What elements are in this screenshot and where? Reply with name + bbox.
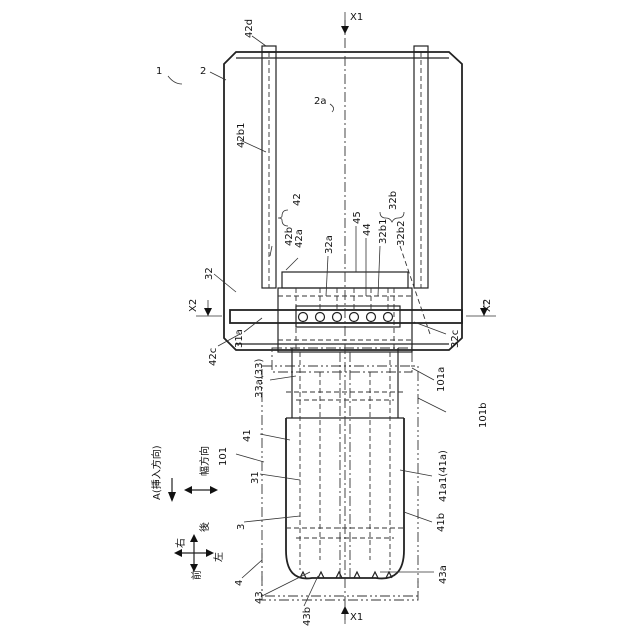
leader-3 (244, 516, 300, 522)
pin (299, 313, 308, 322)
label-42c: 42c (208, 348, 219, 366)
pin (350, 313, 359, 322)
label-42a: 42a (294, 229, 305, 248)
label-42d: 42d (244, 19, 255, 38)
pin (333, 313, 342, 322)
section-x2-left (196, 300, 222, 316)
leader-31a (244, 318, 262, 332)
plate-31a (230, 310, 462, 323)
leader-32 (214, 274, 236, 292)
label-43a: 43a (438, 565, 449, 584)
leader-101 (236, 454, 264, 462)
label-section-top: X1 (350, 12, 363, 23)
label-section-bottom: X1 (350, 612, 363, 623)
label-32b: 32b (388, 191, 399, 210)
label-42b1: 42b1 (236, 123, 247, 148)
section-x1-top (341, 12, 349, 34)
label-101a: 101a (436, 367, 447, 392)
label-x2-right: X2 (482, 299, 493, 312)
label-4: 4 (234, 580, 245, 586)
label-width-direction: 幅方向 (198, 446, 211, 476)
leader-32a (326, 256, 328, 296)
label-44: 44 (362, 223, 373, 236)
pin (316, 313, 325, 322)
housing-outline (224, 52, 462, 350)
section-x1-bottom (341, 606, 349, 624)
pin (384, 313, 393, 322)
label-32b2: 32b2 (396, 221, 407, 246)
label-43b: 43b (302, 607, 313, 626)
label-101b: 101b (478, 403, 489, 428)
contact-pins (299, 313, 393, 322)
label-31a: 31a (234, 329, 245, 348)
label-32b1: 32b1 (378, 219, 389, 244)
label-front: 前 (190, 570, 203, 580)
label-housing-space: 2a (314, 96, 327, 107)
label-left: 左 (212, 552, 225, 562)
label-x2-left: X2 (188, 299, 199, 312)
label-insert-direction: A(挿入方向) (150, 445, 163, 500)
label-41b: 41b (436, 513, 447, 532)
label-41a1: 41a1(41a) (438, 450, 449, 502)
leader-2a (330, 104, 334, 112)
label-33a: 33a(33) (254, 359, 265, 398)
leader-101b (418, 398, 446, 412)
leader-43b (304, 576, 318, 606)
label-housing: 2 (200, 66, 206, 77)
label-rear: 後 (198, 522, 211, 532)
label-45: 45 (352, 211, 363, 224)
leader-4 (242, 560, 262, 578)
label-31: 31 (250, 471, 261, 484)
label-32c: 32c (450, 330, 461, 348)
label-fig-ref: 1 (156, 66, 162, 77)
label-3: 3 (236, 524, 247, 530)
leader-43 (262, 572, 310, 596)
label-101: 101 (218, 447, 229, 466)
width-direction-arrow (184, 486, 218, 494)
leader-1 (168, 76, 182, 84)
insert-direction-arrow (168, 478, 176, 502)
label-right: 右 (174, 538, 187, 548)
leader-42b (270, 246, 272, 256)
leader-101a (412, 368, 434, 380)
label-42: 42 (292, 193, 303, 206)
label-43: 43 (254, 591, 265, 604)
label-32: 32 (204, 267, 215, 280)
leader-42 (278, 210, 288, 226)
label-41: 41 (242, 429, 253, 442)
tooth (300, 572, 306, 578)
leader-31 (260, 474, 300, 480)
label-32a: 32a (324, 235, 335, 254)
leader-42a (286, 258, 298, 270)
leader-32b2 (400, 246, 430, 334)
pin (367, 313, 376, 322)
